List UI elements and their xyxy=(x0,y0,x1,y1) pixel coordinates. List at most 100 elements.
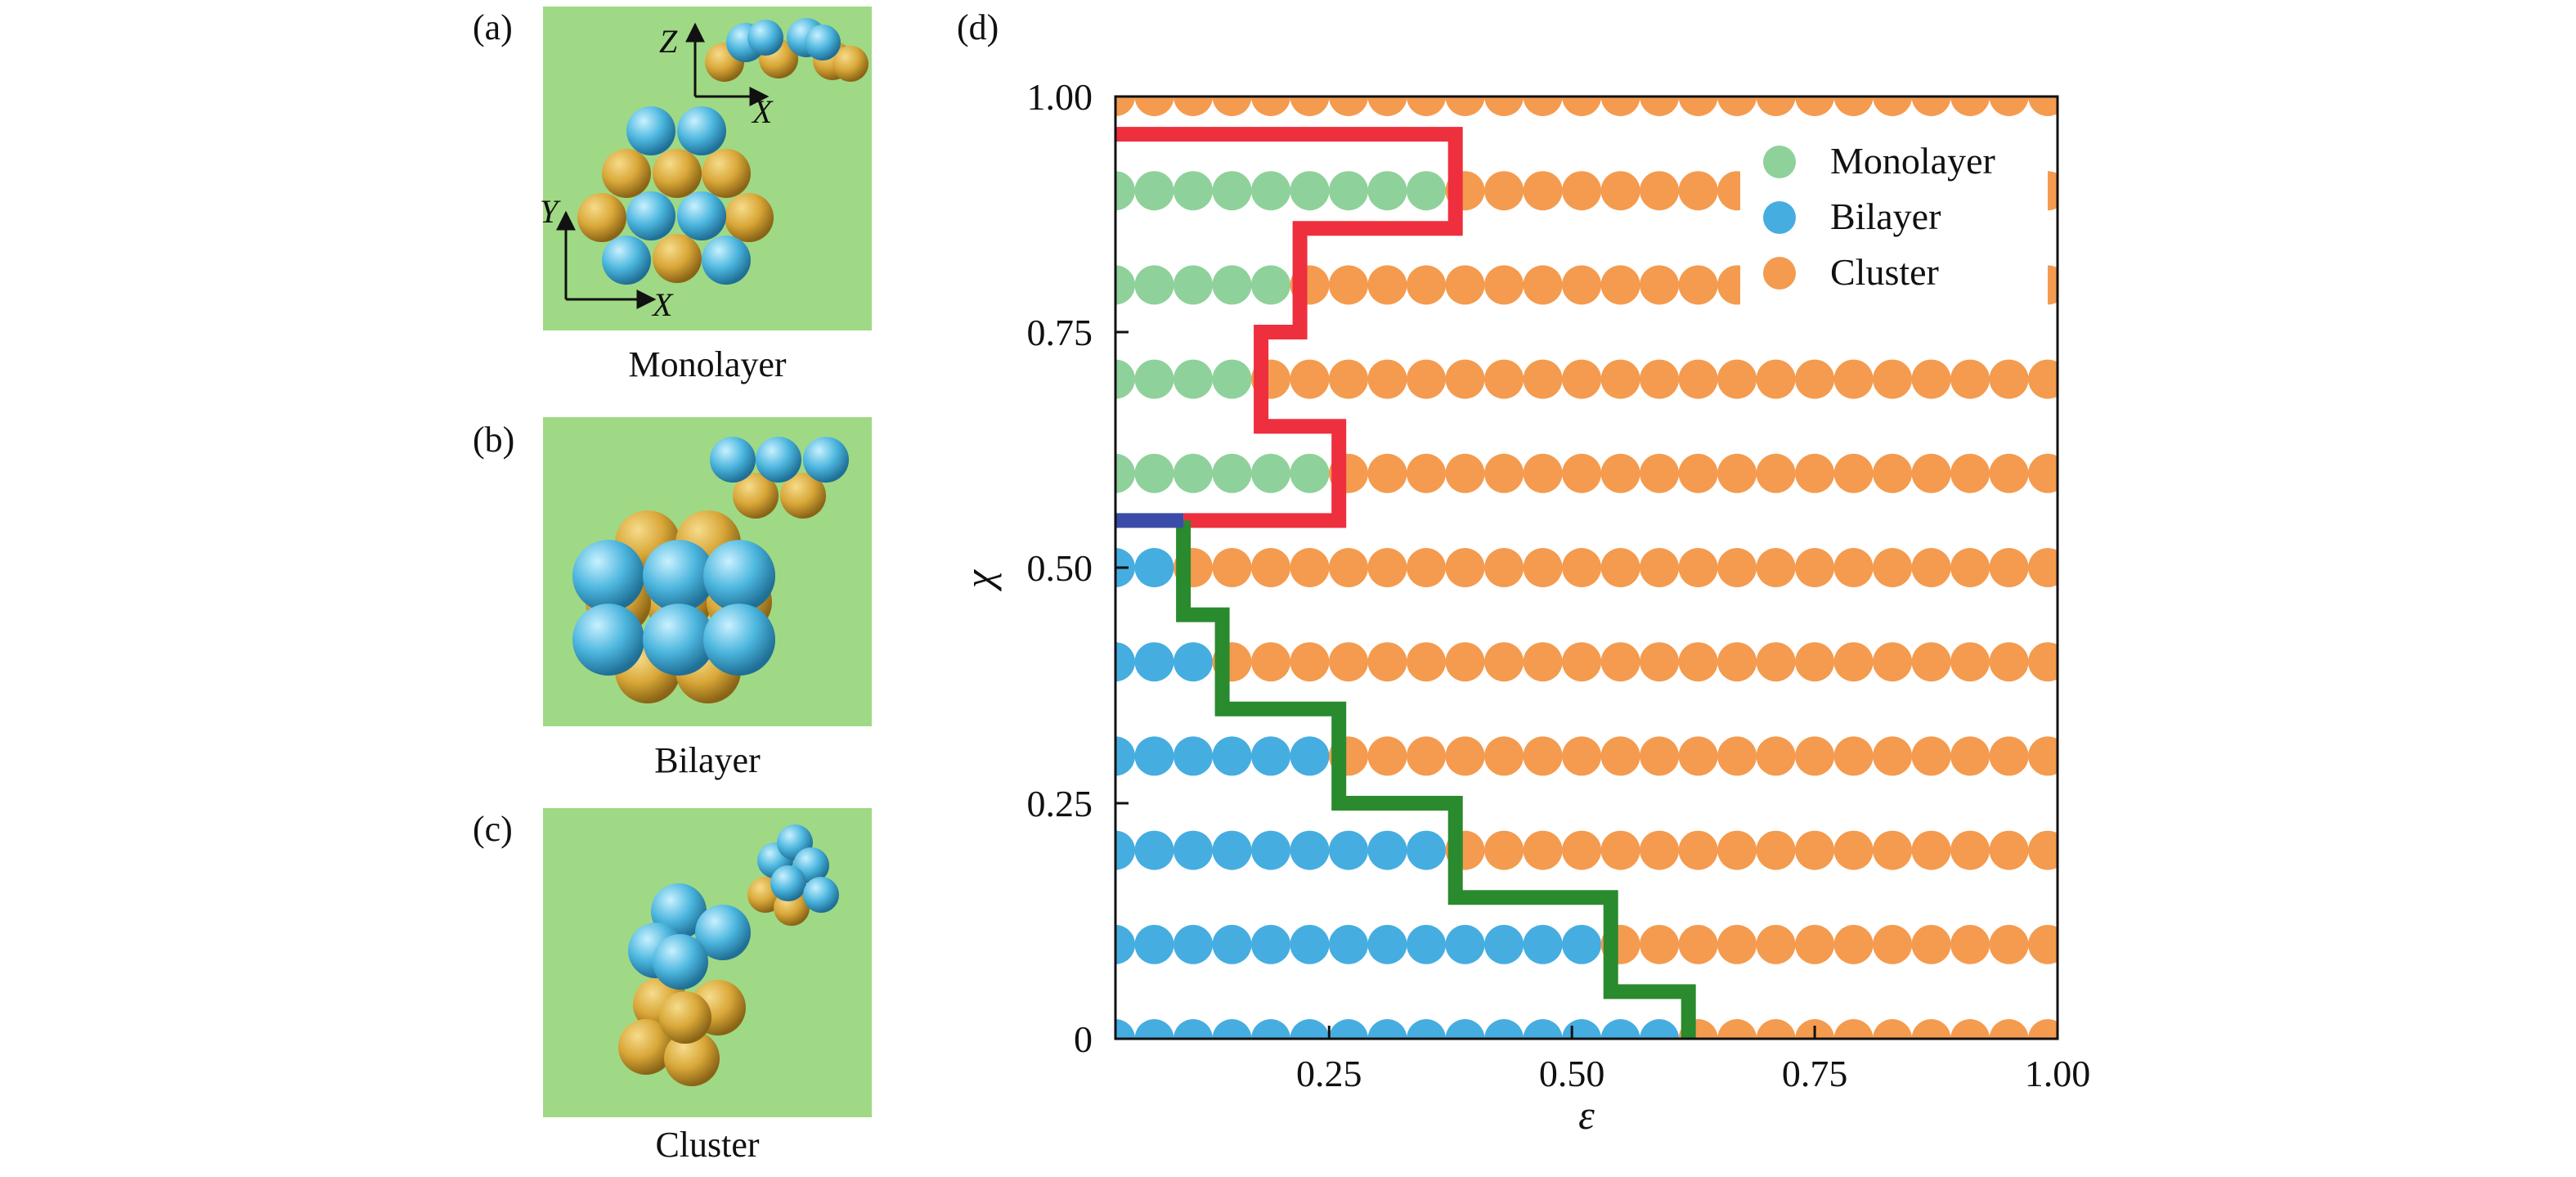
data-point-cluster xyxy=(1989,97,2029,116)
data-point-cluster xyxy=(1640,924,1680,964)
legend-marker-monolayer xyxy=(1763,146,1796,178)
data-point-cluster xyxy=(1756,830,1796,870)
data-point-cluster xyxy=(1950,359,1990,399)
data-point-cluster xyxy=(1756,642,1796,682)
y-axis-label: χ xyxy=(956,568,1002,591)
data-point-cluster xyxy=(1833,453,1874,493)
data-point-cluster xyxy=(1407,736,1446,776)
data-point-cluster xyxy=(1562,642,1602,682)
panel-a-side-view-spheres xyxy=(705,18,868,82)
data-point-bilayer xyxy=(1251,830,1290,870)
data-point-bilayer xyxy=(1290,830,1330,870)
data-point-cluster xyxy=(1717,97,1757,116)
data-point-bilayer xyxy=(1134,830,1174,870)
data-point-cluster xyxy=(1523,265,1563,305)
data-point-cluster xyxy=(1523,548,1563,587)
panel-a-y-axis-label: Y xyxy=(540,193,561,230)
data-point-cluster xyxy=(1950,924,1990,964)
data-point-cluster xyxy=(1640,830,1680,870)
data-point-monolayer xyxy=(1290,171,1330,211)
data-point-cluster xyxy=(1445,97,1485,116)
data-point-cluster xyxy=(1678,171,1718,211)
data-point-cluster xyxy=(2028,359,2058,399)
data-point-cluster xyxy=(1484,97,1524,116)
data-point-monolayer xyxy=(1134,265,1174,305)
data-point-cluster xyxy=(2028,453,2058,493)
data-point-cluster xyxy=(1756,924,1796,964)
data-point-bilayer xyxy=(1134,642,1174,682)
data-point-monolayer xyxy=(1212,171,1252,211)
data-point-cluster xyxy=(1717,1019,1757,1039)
data-point-cluster xyxy=(1445,453,1485,493)
data-point-cluster xyxy=(1562,359,1602,399)
data-point-cluster xyxy=(1678,736,1718,776)
data-point-cluster xyxy=(1329,265,1368,305)
data-point-cluster xyxy=(1911,97,1951,116)
data-point-cluster xyxy=(1562,171,1602,211)
data-point-monolayer xyxy=(1134,171,1174,211)
data-point-cluster xyxy=(1795,97,1835,116)
data-point-cluster xyxy=(1678,830,1718,870)
data-point-cluster xyxy=(1717,736,1757,776)
data-point-cluster xyxy=(1911,736,1951,776)
data-point-cluster xyxy=(1367,736,1407,776)
data-point-cluster xyxy=(1367,359,1407,399)
data-point-cluster xyxy=(1367,453,1407,493)
data-point-bilayer xyxy=(1251,924,1290,964)
data-point-cluster xyxy=(1484,453,1524,493)
data-point-bilayer xyxy=(1174,830,1213,870)
data-point-bilayer xyxy=(1484,1019,1524,1039)
data-point-cluster xyxy=(1523,97,1563,116)
data-point-monolayer xyxy=(1251,453,1290,493)
data-point-cluster xyxy=(1717,453,1757,493)
data-point-monolayer xyxy=(1134,359,1174,399)
data-point-cluster xyxy=(1833,924,1874,964)
data-point-cluster xyxy=(1484,171,1524,211)
data-point-cluster xyxy=(1795,548,1835,587)
data-point-cluster xyxy=(1640,97,1680,116)
data-point-cluster xyxy=(1911,359,1951,399)
data-point-cluster xyxy=(1367,548,1407,587)
data-point-cluster xyxy=(1484,548,1524,587)
data-point-bilayer xyxy=(1445,924,1485,964)
data-point-bilayer xyxy=(1212,830,1252,870)
data-point-cluster xyxy=(1678,265,1718,305)
data-point-cluster xyxy=(1484,265,1524,305)
data-point-cluster xyxy=(1833,1019,1874,1039)
data-point-cluster xyxy=(1950,453,1990,493)
data-point-bilayer xyxy=(1115,736,1135,776)
data-point-cluster xyxy=(1873,1019,1913,1039)
data-point-cluster xyxy=(1678,97,1718,116)
data-point-monolayer xyxy=(1212,265,1252,305)
data-point-cluster xyxy=(1833,830,1874,870)
data-point-cluster xyxy=(1911,453,1951,493)
data-point-cluster xyxy=(1873,453,1913,493)
data-point-cluster xyxy=(1678,453,1718,493)
data-point-bilayer xyxy=(1523,924,1563,964)
data-point-cluster xyxy=(1833,359,1874,399)
data-point-bilayer xyxy=(1174,1019,1213,1039)
data-point-monolayer xyxy=(1329,171,1368,211)
data-point-cluster xyxy=(1407,548,1446,587)
data-point-cluster xyxy=(1717,642,1757,682)
data-point-monolayer xyxy=(1174,265,1213,305)
data-point-cluster xyxy=(1290,359,1330,399)
data-point-bilayer xyxy=(1174,736,1213,776)
data-point-cluster xyxy=(1367,97,1407,116)
data-point-cluster xyxy=(1562,548,1602,587)
data-point-cluster xyxy=(1678,924,1718,964)
legend-marker-cluster xyxy=(1763,257,1796,290)
data-point-cluster xyxy=(1756,548,1796,587)
data-point-cluster xyxy=(1251,548,1290,587)
data-point-cluster xyxy=(2028,830,2058,870)
data-point-bilayer xyxy=(1251,1019,1290,1039)
data-point-cluster xyxy=(1873,736,1913,776)
data-point-cluster xyxy=(1911,642,1951,682)
data-point-cluster xyxy=(1756,359,1796,399)
data-point-cluster xyxy=(1367,642,1407,682)
data-point-cluster xyxy=(1873,830,1913,870)
data-point-cluster xyxy=(1989,548,2029,587)
x-tick-label: 0.75 xyxy=(1782,1053,1848,1094)
data-point-cluster xyxy=(2028,1019,2058,1039)
